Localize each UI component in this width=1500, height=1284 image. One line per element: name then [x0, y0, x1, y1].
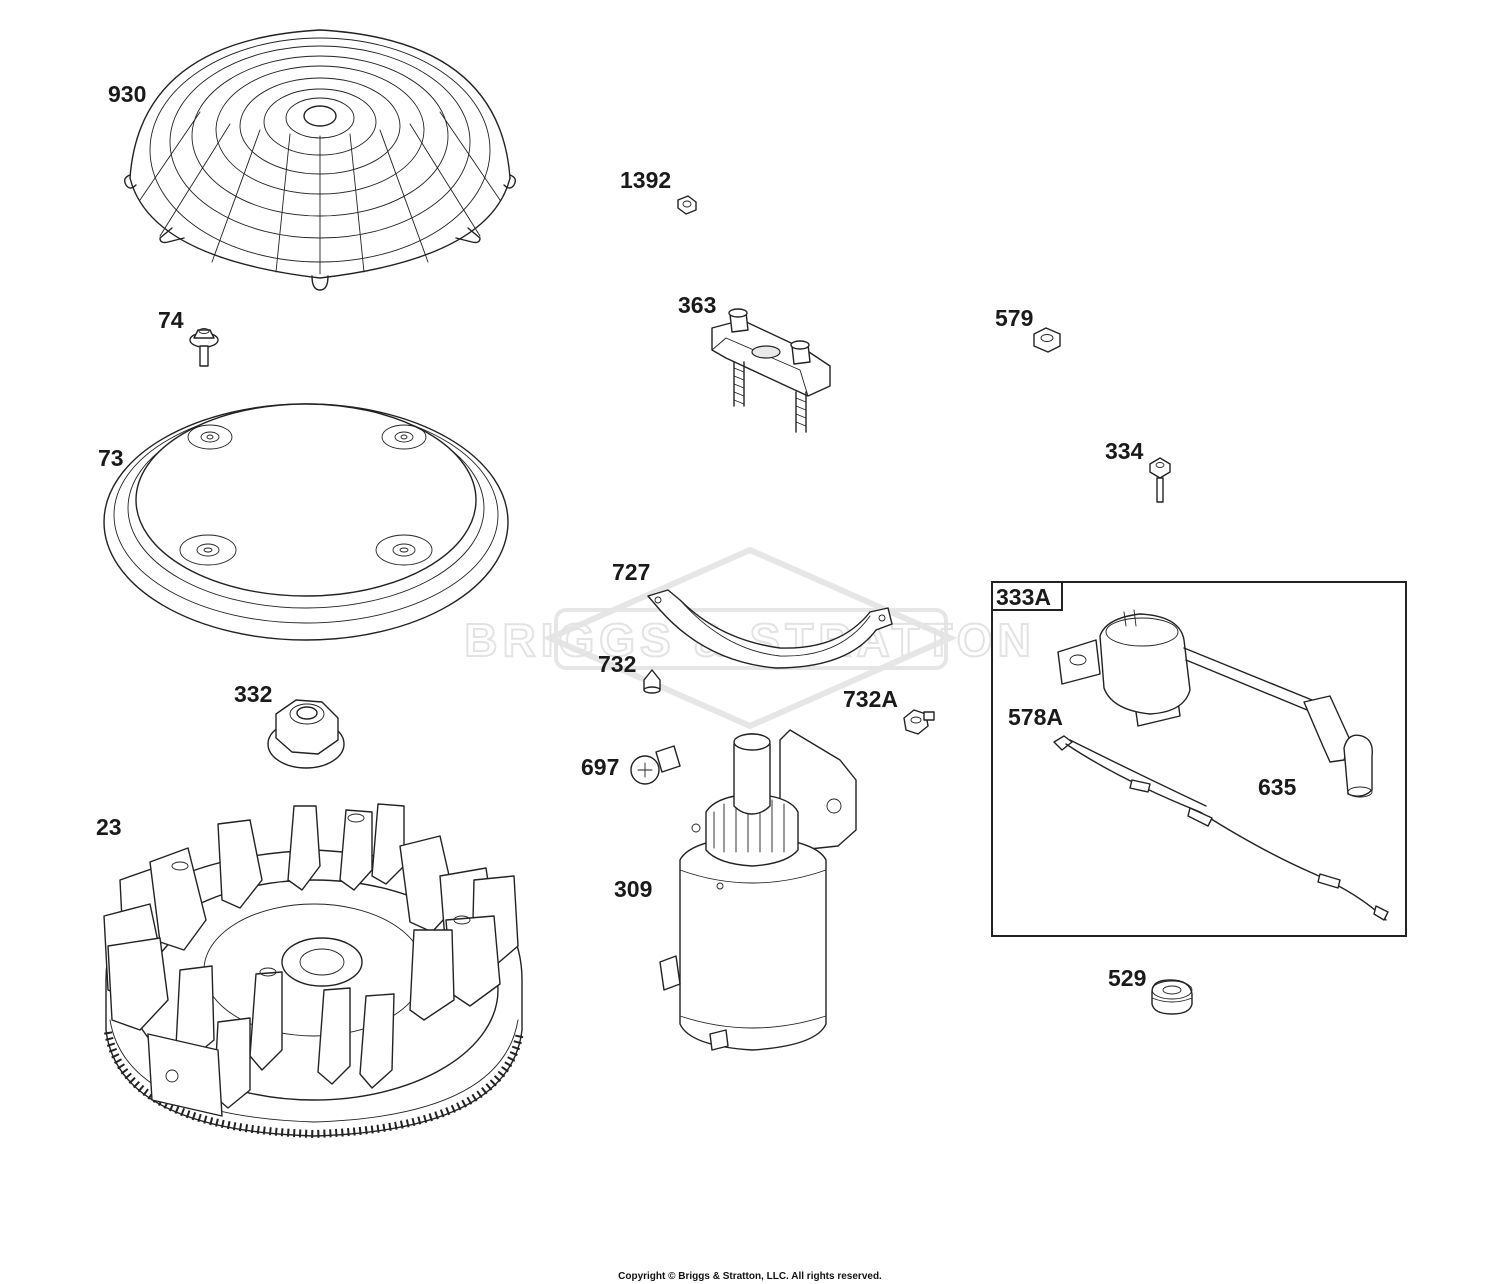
- part-697-screw[interactable]: [630, 745, 681, 785]
- label-727: 727: [612, 559, 650, 585]
- label-732: 732: [598, 651, 636, 677]
- part-727-strap[interactable]: [647, 589, 893, 669]
- label-697: 697: [581, 754, 619, 780]
- label-332: 332: [234, 681, 272, 707]
- part-332-flange-nut[interactable]: [267, 699, 345, 769]
- part-579-nut[interactable]: [1033, 327, 1061, 353]
- label-334: 334: [1105, 438, 1144, 464]
- part-333A-kit-box: [991, 581, 1407, 937]
- label-1392: 1392: [620, 167, 671, 193]
- label-363: 363: [678, 292, 716, 318]
- part-529-grommet[interactable]: [1151, 979, 1193, 1015]
- part-363-bracket[interactable]: [711, 308, 831, 433]
- label-529: 529: [1108, 965, 1146, 991]
- part-930-grille[interactable]: [123, 29, 517, 291]
- label-635: 635: [1258, 774, 1297, 800]
- label-930: 930: [108, 81, 146, 107]
- label-73: 73: [98, 445, 124, 471]
- label-579: 579: [995, 305, 1033, 331]
- label-732A: 732A: [843, 686, 898, 712]
- part-333A-ignition-armature[interactable]: [1057, 609, 1313, 727]
- part-309-starter-motor[interactable]: [659, 729, 857, 1051]
- label-333A: 333A: [996, 584, 1051, 610]
- copyright-notice: Copyright © Briggs & Stratton, LLC. All …: [618, 1271, 882, 1282]
- label-23: 23: [96, 814, 122, 840]
- label-74: 74: [158, 307, 184, 333]
- part-732-screw[interactable]: [643, 669, 661, 694]
- part-23-flywheel[interactable]: [103, 803, 524, 1139]
- part-1392-nut[interactable]: [677, 195, 697, 215]
- part-74-screw[interactable]: [189, 328, 219, 367]
- label-333A-tag: [991, 581, 1063, 611]
- label-578A: 578A: [1008, 704, 1063, 730]
- watermark-logo: BRIGGS & STRATTON: [463, 546, 1032, 730]
- label-309: 309: [614, 876, 652, 902]
- part-732A-screw[interactable]: [903, 709, 935, 735]
- part-73-plate[interactable]: [103, 403, 509, 641]
- part-635-spark-plug-boot[interactable]: [1303, 695, 1373, 798]
- part-334-screw[interactable]: [1149, 457, 1171, 503]
- part-578A-wire-harness[interactable]: [1053, 735, 1389, 921]
